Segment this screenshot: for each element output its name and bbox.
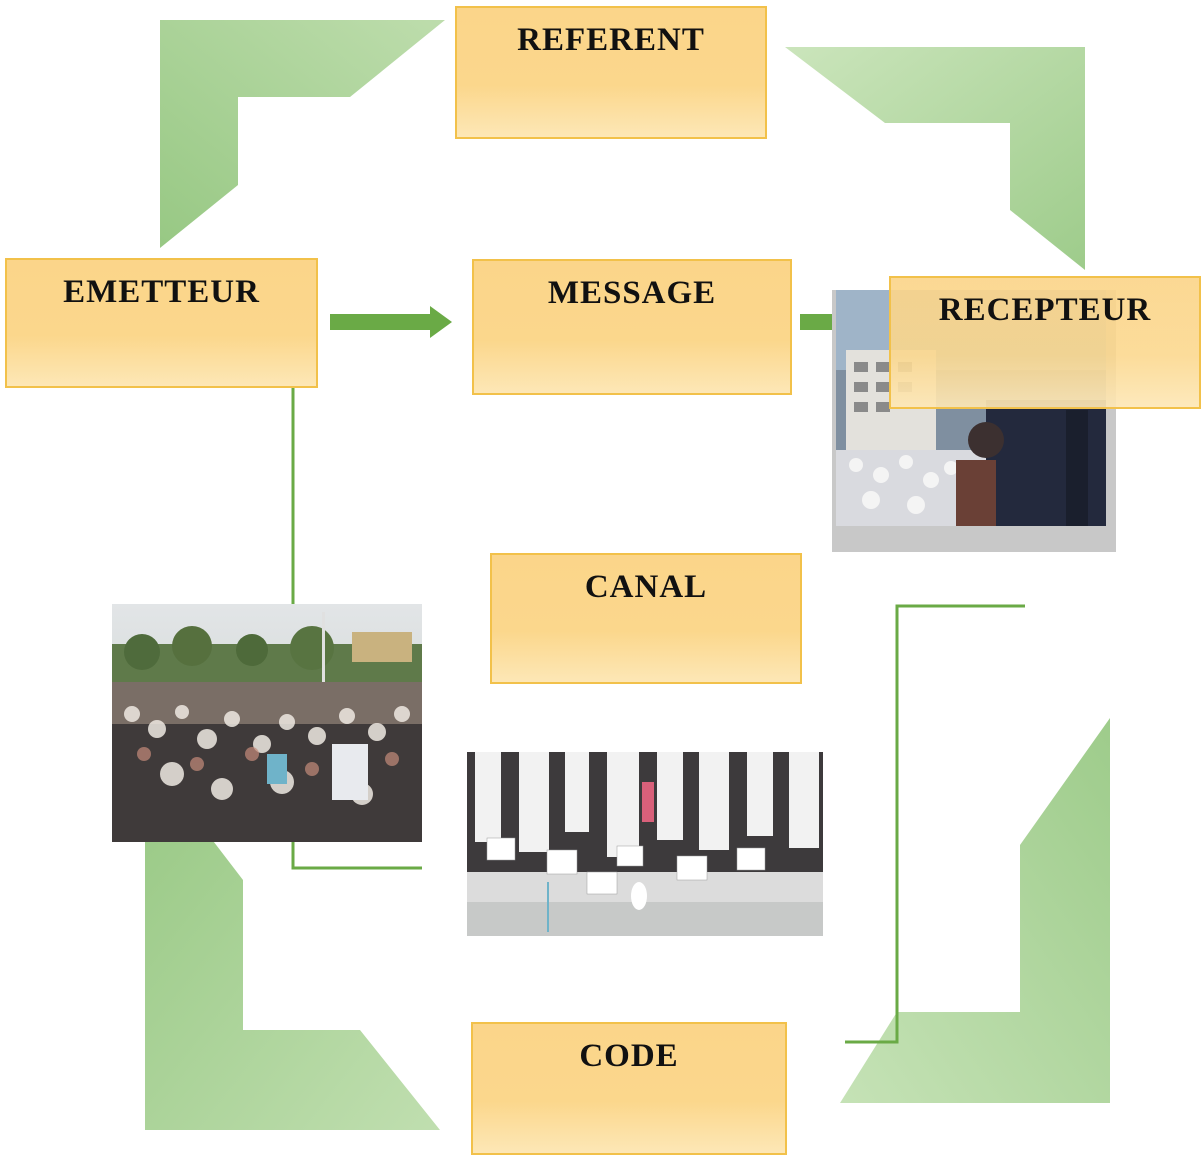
emetteur-box: EMETTEUR: [5, 258, 318, 388]
canal-box: CANAL: [490, 553, 802, 684]
recepteur-label: RECEPTEUR: [938, 292, 1152, 328]
code-box: CODE: [471, 1022, 787, 1155]
emetteur-to-message-arrow: [330, 306, 452, 338]
message-label: MESSAGE: [547, 275, 717, 311]
recepteur-box: RECEPTEUR: [889, 276, 1201, 409]
emetteur-to-referent-arrow: [160, 20, 445, 248]
code-label: CODE: [579, 1038, 679, 1074]
code-to-emetteur-arrow: [145, 752, 440, 1130]
referent-to-recepteur-arrow: [785, 47, 1085, 270]
emetteur-label: EMETTEUR: [63, 274, 260, 310]
recepteur-to-code-arrow: [840, 718, 1110, 1103]
upside-down-crowd-photo: [467, 752, 823, 936]
canal-label: CANAL: [584, 569, 708, 605]
referent-label: REFERENT: [517, 22, 705, 58]
message-box: MESSAGE: [472, 259, 792, 395]
crowd-protest-photo: [112, 604, 422, 842]
code-connector-line: [845, 604, 1025, 1044]
referent-box: REFERENT: [455, 6, 767, 139]
